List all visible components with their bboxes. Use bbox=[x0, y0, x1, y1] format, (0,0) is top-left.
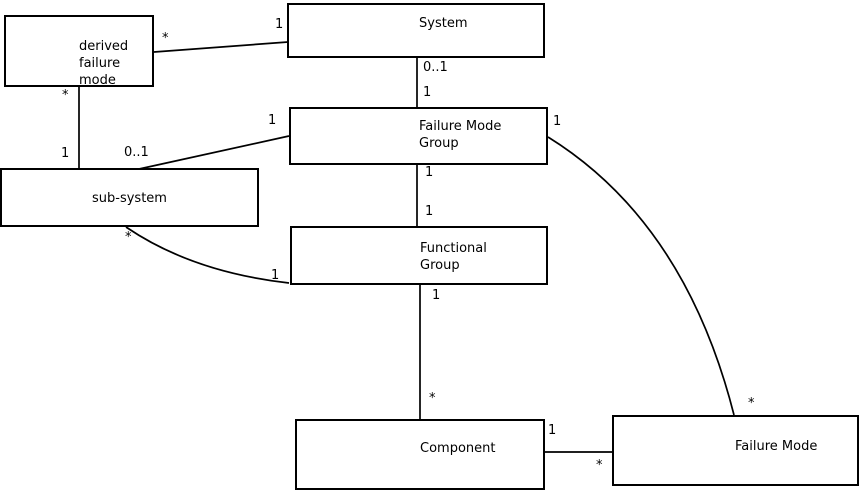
node-derived-failure-mode: derived failure mode bbox=[4, 15, 154, 88]
node-component: Component bbox=[295, 419, 545, 490]
node-failure-mode: Failure Mode bbox=[612, 415, 859, 486]
node-label-system: System bbox=[419, 16, 468, 31]
node-label-failure-mode: Failure Mode bbox=[735, 439, 818, 454]
edge-sub-system-failure-mode-group bbox=[138, 135, 290, 170]
node-system: System bbox=[287, 3, 545, 58]
edge-failure-mode-group-failure-mode bbox=[547, 136, 735, 416]
multiplicity-failure-mode-group-failure-mode-source: 1 bbox=[553, 114, 562, 129]
multiplicity-sub-system-failure-mode-group-target: 1 bbox=[268, 113, 277, 128]
multiplicity-failure-mode-group-functional-group-source: 1 bbox=[425, 165, 434, 180]
node-label-sub-system: sub-system bbox=[92, 191, 167, 206]
node-label-failure-mode-group: Failure Mode Group bbox=[419, 119, 502, 151]
multiplicity-component-failure-mode-source: 1 bbox=[548, 423, 557, 438]
node-functional-group: Functional Group bbox=[290, 226, 548, 285]
multiplicity-functional-group-component-target: * bbox=[429, 391, 436, 406]
multiplicity-derived-failure-mode-sub-system-source: * bbox=[62, 88, 69, 103]
edge-derived-failure-mode-system bbox=[153, 41, 289, 53]
node-sub-system: sub-system bbox=[0, 168, 259, 227]
multiplicity-system-failure-mode-group-source: 0..1 bbox=[423, 60, 448, 75]
node-label-functional-group: Functional Group bbox=[420, 241, 487, 273]
multiplicity-functional-group-component-source: 1 bbox=[432, 288, 441, 303]
multiplicity-component-failure-mode-target: * bbox=[596, 458, 603, 473]
multiplicity-derived-failure-mode-system-target: 1 bbox=[275, 17, 284, 32]
multiplicity-sub-system-failure-mode-group-source: 0..1 bbox=[124, 145, 149, 160]
multiplicity-failure-mode-group-failure-mode-target: * bbox=[748, 396, 755, 411]
multiplicity-derived-failure-mode-system-source: * bbox=[162, 31, 169, 46]
multiplicity-derived-failure-mode-sub-system-target: 1 bbox=[61, 146, 70, 161]
node-label-derived-failure-mode: derived failure mode bbox=[79, 39, 129, 88]
multiplicity-sub-system-functional-group-target: 1 bbox=[271, 268, 280, 283]
edge-sub-system-functional-group bbox=[125, 226, 290, 284]
multiplicity-sub-system-functional-group-source: * bbox=[125, 230, 132, 245]
multiplicity-failure-mode-group-functional-group-target: 1 bbox=[425, 204, 434, 219]
node-label-component: Component bbox=[420, 441, 496, 456]
node-failure-mode-group: Failure Mode Group bbox=[289, 107, 548, 165]
multiplicity-system-failure-mode-group-target: 1 bbox=[423, 85, 432, 100]
